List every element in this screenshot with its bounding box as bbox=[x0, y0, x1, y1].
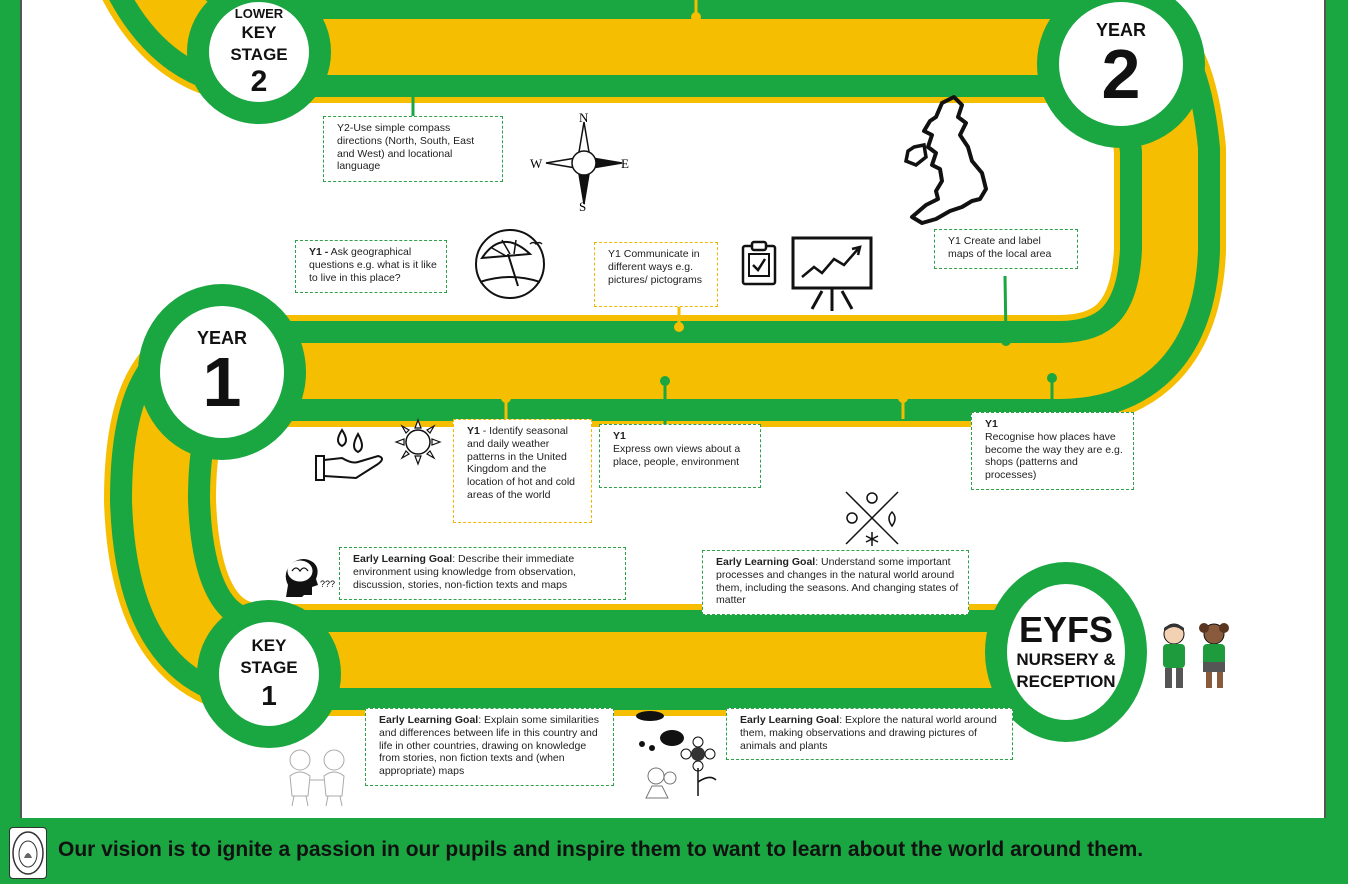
uk-map-icon bbox=[903, 95, 988, 225]
school-logo-icon bbox=[9, 827, 47, 879]
y1-views-text: Express own views about a place, people,… bbox=[613, 442, 741, 468]
elg-natural-label: Early Learning Goal bbox=[740, 714, 840, 726]
svg-text:???: ??? bbox=[320, 579, 335, 589]
eyfs-line1: NURSERY & bbox=[1016, 650, 1116, 669]
y1-recognise-text: Recognise how places have become the way… bbox=[985, 430, 1123, 482]
compass-s: S bbox=[579, 199, 586, 214]
lks2-line3: STAGE bbox=[230, 45, 288, 64]
box-y2-compass: Y2-Use simple compass directions (North,… bbox=[323, 116, 503, 182]
y1-ask-text: Ask geographical questions e.g. what is … bbox=[309, 246, 437, 284]
y1-weather-text: - Identify seasonal and daily weather pa… bbox=[467, 425, 575, 501]
y2-compass-text: Y2-Use simple compass directions (North,… bbox=[337, 122, 475, 173]
stage-lower-key-stage-2: LOWER KEY STAGE 2 bbox=[187, 0, 331, 124]
y1-ask-prefix: Y1 - bbox=[309, 246, 329, 258]
year2-number: 2 bbox=[1101, 35, 1141, 113]
elg-processes-label: Early Learning Goal bbox=[716, 556, 816, 568]
y1-communicate-text: Y1 Communicate in different ways e.g. pi… bbox=[608, 248, 702, 286]
y1-recognise-prefix: Y1 bbox=[985, 418, 998, 430]
beach-umbrella-icon bbox=[475, 229, 545, 299]
stage-year-1: YEAR 1 bbox=[138, 284, 306, 460]
elg-processes-text: : Understand some important processes an… bbox=[716, 556, 959, 607]
box-elg-environment: Early Learning Goal: Describe their imme… bbox=[339, 547, 626, 600]
box-elg-similarities: Early Learning Goal: Explain some simila… bbox=[365, 708, 614, 786]
year1-label: YEAR bbox=[196, 328, 247, 348]
seasons-icon bbox=[845, 491, 899, 546]
compass-icon: N S E W bbox=[530, 112, 629, 214]
children-drawing-icon bbox=[289, 749, 345, 807]
elg-environment-text: : Describe their immediate environment u… bbox=[353, 553, 576, 591]
thinking-head-icon: ??? bbox=[285, 559, 335, 597]
year2-label: YEAR bbox=[1095, 20, 1146, 40]
y1-maps-text: Y1 Create and label maps of the local ar… bbox=[948, 235, 1052, 260]
box-y1-weather: Y1 - Identify seasonal and daily weather… bbox=[453, 419, 592, 523]
ks1-line1: KEY bbox=[251, 636, 287, 655]
elg-similarities-label: Early Learning Goal bbox=[379, 714, 479, 726]
compass-e: E bbox=[621, 156, 629, 171]
pupils-icon bbox=[1163, 623, 1229, 688]
elg-natural-text: : Explore the natural world around them,… bbox=[740, 714, 997, 752]
ks1-line2: STAGE bbox=[240, 658, 298, 677]
box-elg-processes: Early Learning Goal: Understand some imp… bbox=[702, 550, 969, 615]
chart-presentation-icon bbox=[791, 236, 873, 311]
lks2-line1: LOWER bbox=[234, 6, 284, 21]
eyfs-line2: RECEPTION bbox=[1016, 672, 1116, 691]
box-y1-maps: Y1 Create and label maps of the local ar… bbox=[934, 229, 1078, 269]
compass-n: N bbox=[579, 112, 589, 125]
eyfs-title: EYFS bbox=[1018, 609, 1114, 650]
year1-number: 1 bbox=[202, 343, 242, 421]
y1-weather-prefix: Y1 bbox=[467, 425, 480, 437]
water-hand-icon bbox=[315, 428, 383, 481]
box-y1-communicate: Y1 Communicate in different ways e.g. pi… bbox=[594, 242, 718, 307]
box-y1-ask: Y1 - Ask geographical questions e.g. wha… bbox=[295, 240, 447, 293]
vision-statement: Our vision is to ignite a passion in our… bbox=[58, 838, 1144, 861]
lks2-line2: KEY bbox=[241, 23, 277, 42]
ks1-number: 1 bbox=[261, 680, 277, 711]
y1-views-prefix: Y1 bbox=[613, 430, 626, 442]
lks2-number: 2 bbox=[250, 65, 268, 98]
footer: Our vision is to ignite a passion in our… bbox=[0, 818, 1348, 884]
box-elg-natural: Early Learning Goal: Explore the natural… bbox=[726, 708, 1013, 760]
clipboard-icon bbox=[741, 240, 777, 286]
elg-similarities-text: : Explain some similarities and differen… bbox=[379, 714, 599, 778]
stage-key-stage-1: KEY STAGE 1 bbox=[197, 600, 341, 748]
elg-environment-label: Early Learning Goal bbox=[353, 553, 453, 565]
compass-w: W bbox=[530, 156, 543, 171]
animals-flowers-icon bbox=[636, 711, 717, 799]
sun-icon bbox=[394, 418, 442, 466]
